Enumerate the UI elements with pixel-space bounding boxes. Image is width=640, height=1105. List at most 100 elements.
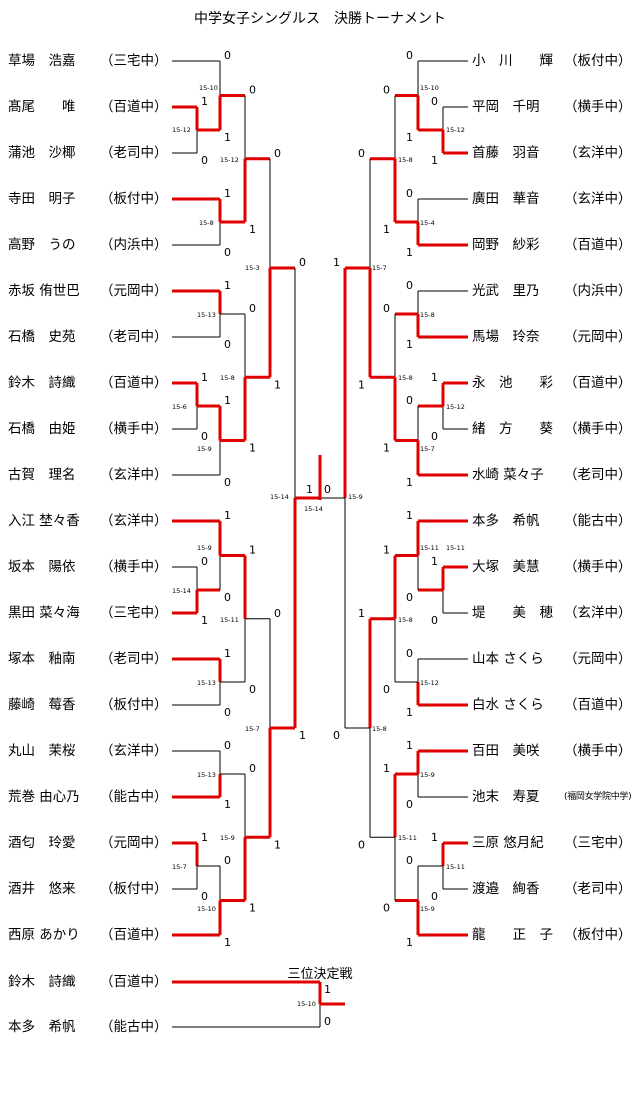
match-score: 1 [383,442,390,455]
game-score: 15-9 [420,771,435,779]
game-score: 15-12 [172,126,191,134]
player-name: 鈴木 詩織 [8,375,76,391]
player-name: 塚本 釉南 [8,651,76,667]
player-school: （横手中） [564,743,632,759]
game-score: 15-14 [304,505,323,513]
match-score: 1 [249,544,256,557]
player-name: 本多 希帆 [8,1019,76,1035]
match-score: 1 [406,936,413,949]
game-score: 15-11 [398,834,417,842]
match-score: 0 [224,854,231,867]
player-name: 蒲池 沙椰 [8,145,76,161]
match-score: 0 [201,154,208,167]
game-score: 15-7 [420,445,435,453]
player-name: 鈴木 詩織 [8,974,76,990]
game-score: 15-14 [172,587,191,595]
third-place-title: 三位決定戦 [287,967,353,982]
player-name: 黒田 菜々海 [8,605,80,621]
match-score: 1 [201,95,208,108]
match-score: 0 [358,838,365,851]
match-score: 1 [383,762,390,775]
game-score: 15-11 [220,616,239,624]
player-name: 堤 美 穂 [472,605,553,621]
player-school: （元岡中） [100,835,168,851]
player-name: 髙尾 唯 [8,99,76,115]
match-score: 0 [431,614,438,627]
game-score: 15-8 [372,725,387,733]
match-score: 1 [274,378,281,391]
match-score: 0 [224,739,231,752]
player-name: 入江 埜々香 [8,513,80,529]
player-school: （玄洋中） [100,467,168,483]
game-score: 15-6 [172,403,187,411]
match-score: 0 [224,476,231,489]
match-score: 0 [249,84,256,97]
match-score: 0 [224,338,231,351]
game-score: 15-8 [220,374,235,382]
player-school: （百道中） [100,375,168,391]
player-name: 馬場 玲奈 [472,329,540,345]
match-score: 1 [406,739,413,752]
match-score: 0 [224,49,231,62]
player-name: 渡邉 絢香 [472,881,540,897]
player-school: （玄洋中） [100,743,168,759]
match-score: 1 [333,256,340,269]
match-score: 1 [224,131,231,144]
match-score: 1 [358,607,365,620]
match-score: 1 [431,555,438,568]
match-score: 0 [406,647,413,660]
player-name: 荒巻 由心乃 [8,789,80,805]
match-score: 1 [406,131,413,144]
player-name: 龍 正 子 [472,927,553,943]
player-school: （横手中） [564,559,632,575]
player-name: 白水 さくら [472,697,544,713]
player-name: 古賀 理名 [8,467,76,483]
game-score: 15-9 [197,544,212,552]
player-name: 酒井 悠来 [8,881,76,897]
player-name: 光武 里乃 [472,283,540,299]
game-score: 15-10 [197,905,216,913]
player-school: （板付中） [100,881,168,897]
game-score: 15-10 [420,84,439,92]
match-score: 0 [406,49,413,62]
player-school: （三宅中） [100,53,168,69]
match-score: 0 [299,256,306,269]
player-school: （横手中） [564,99,632,115]
match-score: 1 [383,544,390,557]
match-score: 0 [201,890,208,903]
match-score: 1 [406,476,413,489]
player-name: 石橋 由姫 [8,421,76,437]
player-name: 平岡 千明 [472,99,540,115]
player-school: （横手中） [100,421,168,437]
match-score: 1 [249,442,256,455]
game-score: 15-7 [245,725,260,733]
match-score: 0 [406,279,413,292]
player-name: 永 池 彩 [472,375,553,391]
match-score: 0 [201,555,208,568]
player-school: （百道中） [564,237,632,253]
player-name: 坂本 陽依 [8,559,76,575]
match-score: 1 [306,483,313,496]
game-score: 15-12 [220,156,239,164]
match-score: 0 [406,854,413,867]
match-score: 1 [274,838,281,851]
game-score: 15-9 [348,493,363,501]
player-school: （横手中） [100,559,168,575]
player-school: （老司中） [100,145,168,161]
match-score: 0 [383,84,390,97]
game-score: 15-13 [197,679,216,687]
player-name: 三原 悠月紀 [472,835,544,851]
game-score: 15-10 [297,1000,316,1008]
player-school: （百道中） [564,697,632,713]
match-score: 1 [201,831,208,844]
game-score: 15-8 [398,156,413,164]
player-school: （能古中） [100,789,168,805]
match-score: 1 [299,729,306,742]
match-score: 0 [249,302,256,315]
player-school: （板付中） [100,697,168,713]
game-score: 15-4 [420,219,435,227]
match-score: 0 [383,302,390,315]
game-score: 15-14 [270,493,289,501]
player-name: 寺田 明子 [8,191,76,207]
